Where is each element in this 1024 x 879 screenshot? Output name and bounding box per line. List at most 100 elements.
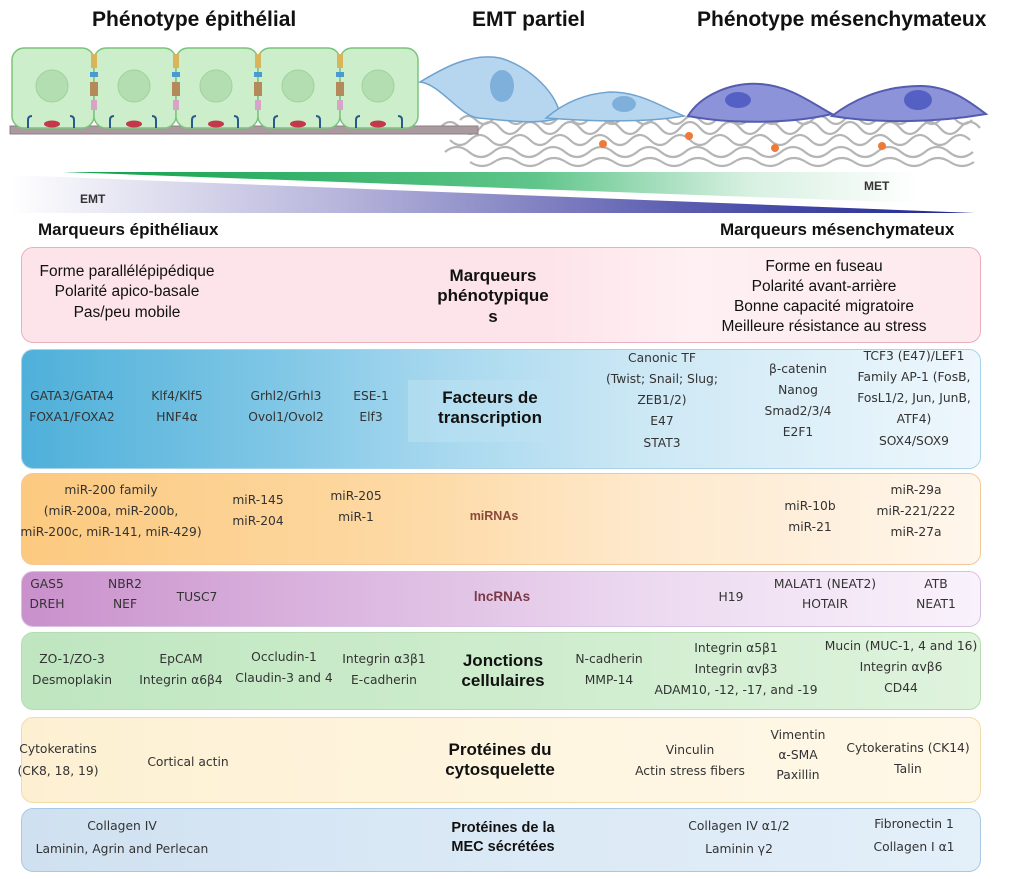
marker: MMP-14 (584, 673, 634, 688)
marker-group: ESE-1 Elf3 (353, 386, 389, 428)
marker: STAT3 (643, 435, 681, 450)
marker: Cortical actin (147, 755, 229, 769)
marker: NEAT1 (916, 596, 956, 611)
emt-wedge (10, 175, 975, 213)
row-cytoskeleton-proteins: Cytokeratins (CK8, 18, 19) Cortical acti… (18, 717, 981, 803)
marker: Grhl2/Grhl3 (250, 389, 322, 403)
marker: Smad2/3/4 (764, 404, 832, 419)
row-secreted-ecm-proteins: Collagen IV Laminin, Agrin and Perlecan … (21, 808, 981, 872)
marker: HNF4α (156, 410, 198, 425)
marker-group: Fibronectin 1 Collagen I α1 (873, 813, 954, 858)
marker: E47 (650, 414, 674, 429)
marker-group: miR-29a miR-221/222 miR-27a (877, 480, 956, 543)
marker: H19 (718, 590, 744, 604)
marker: ATB (924, 577, 948, 591)
marker: miR-27a (890, 525, 942, 540)
marker: Talin (894, 762, 922, 777)
cell-junctions (90, 54, 344, 110)
marker: NEF (112, 596, 138, 611)
marker-group: H19 (719, 587, 744, 608)
marker: Integrin α6β4 (139, 673, 223, 688)
marker-group: Integrin α5β1 Integrin αvβ3 ADAM10, -12,… (654, 638, 817, 701)
marker-group: NBR2 NEF (108, 575, 142, 615)
marker-group: miR-145 miR-204 (232, 490, 283, 532)
marker: ZO-1/ZO-3 (39, 652, 105, 666)
marker: miR-205 (330, 489, 382, 503)
marker: Klf4/Klf5 (151, 389, 203, 403)
marker: HOTAIR (801, 596, 849, 611)
marker-group: Mucin (MUC-1, 4 and 16) Integrin αvβ6 CD… (825, 636, 978, 699)
trait: Forme en fuseau (765, 258, 883, 275)
marker: Integrin α5β1 (694, 641, 778, 655)
mesenchymal-phenotype-title: Phénotype mésenchymateux (697, 8, 987, 31)
marker: Collagen IV α1/2 (688, 819, 790, 833)
marker-group: Vinculin Actin stress fibers (635, 740, 745, 782)
marker: Claudin-3 and 4 (235, 671, 333, 686)
mesenchymal-cells (686, 82, 989, 123)
category-line: transcription (438, 408, 542, 428)
epithelial-phenotype-title: Phénotype épithélial (92, 8, 297, 31)
marker: miR-10b (784, 499, 836, 513)
marker: miR-204 (232, 514, 284, 529)
marker-group: Integrin α3β1 E-cadherin (342, 649, 425, 691)
cell-transition-illustration (9, 47, 989, 168)
category-label: Jonctions cellulaires (461, 651, 544, 692)
trait: Bonne capacité migratoire (733, 298, 915, 316)
marker: Cytokeratins (CK14) (846, 741, 970, 755)
marker: Vinculin (665, 743, 715, 757)
category-label: lncRNAs (474, 589, 530, 605)
marker: Laminin, Agrin and Perlecan (35, 841, 209, 856)
marker: Occludin-1 (251, 650, 317, 664)
row-mirnas: miR-200 family (miR-200a, miR-200b, miR-… (20, 473, 981, 565)
marker: CD44 (884, 681, 918, 696)
marker-group: Collagen IV Laminin, Agrin and Perlecan (36, 815, 209, 860)
marker: α-SMA (778, 747, 818, 762)
mesenchymal-markers-heading: Marqueurs mésenchymateux (720, 220, 955, 239)
marker: TCF3 (E47)/LEF1 (863, 349, 965, 363)
emt-label: EMT (80, 192, 106, 206)
marker-group: GATA3/GATA4 FOXA1/FOXA2 (29, 386, 114, 428)
row-lncrnas: GAS5 DREH NBR2 NEF TUSC7 lncRNAs H19 MAL… (21, 571, 981, 627)
category-line: Facteurs de (442, 388, 538, 407)
category-line: Protéines de la (451, 820, 555, 836)
trait: Polarité apico-basale (54, 283, 200, 301)
marker: Collagen IV (87, 819, 157, 833)
marker: GATA3/GATA4 (30, 389, 114, 403)
marker-group: Cytokeratins (CK8, 18, 19) (18, 738, 99, 782)
marker-group: Collagen IV α1/2 Laminin γ2 (688, 815, 789, 860)
marker-group: Canonic TF (Twist; Snail; Slug; ZEB1/2) … (606, 348, 718, 454)
marker: Desmoplakin (31, 673, 113, 688)
marker: miR-21 (788, 520, 832, 535)
marker: Integrin αvβ6 (859, 660, 943, 675)
partial-emt-cells (417, 56, 687, 123)
marker: MALAT1 (NEAT2) (773, 577, 877, 591)
marker: Ovol1/Ovol2 (248, 410, 324, 425)
marker: (Twist; Snail; Slug; (605, 372, 719, 387)
category-line: miRNAs (469, 509, 519, 523)
marker: FosL1/2, Jun, JunB, (857, 391, 971, 406)
marker: EpCAM (159, 652, 203, 666)
marker: (CK8, 18, 19) (17, 764, 99, 779)
marker-group: N-cadherin MMP-14 (575, 649, 642, 691)
marker: β-catenin (769, 362, 827, 376)
marker: Paxillin (776, 767, 820, 782)
marker: Mucin (MUC-1, 4 and 16) (824, 639, 978, 653)
marker-group: Vimentin α-SMA Paxillin (771, 726, 826, 786)
marker-group: MALAT1 (NEAT2) HOTAIR (774, 575, 876, 615)
marker-group: TUSC7 (177, 587, 218, 608)
marker-group: TCF3 (E47)/LEF1 Family AP-1 (FosB, FosL1… (857, 346, 971, 452)
marker: Vimentin (770, 728, 826, 742)
marker: TUSC7 (176, 590, 218, 604)
marker: Actin stress fibers (635, 764, 745, 779)
marker-group: Cortical actin (147, 752, 228, 773)
integrins (27, 115, 403, 128)
category-label: Protéines du cytosquelette (445, 740, 555, 781)
marker: DREH (29, 596, 65, 611)
category-label: miRNAs (470, 509, 519, 524)
category-line: Jonctions (462, 651, 544, 670)
marker-group: GAS5 DREH (29, 575, 64, 615)
marker: NBR2 (107, 577, 143, 591)
marker: Laminin γ2 (705, 841, 773, 856)
category-line: MEC sécrétées (451, 838, 555, 855)
trait: Polarité avant-arrière (751, 278, 897, 296)
